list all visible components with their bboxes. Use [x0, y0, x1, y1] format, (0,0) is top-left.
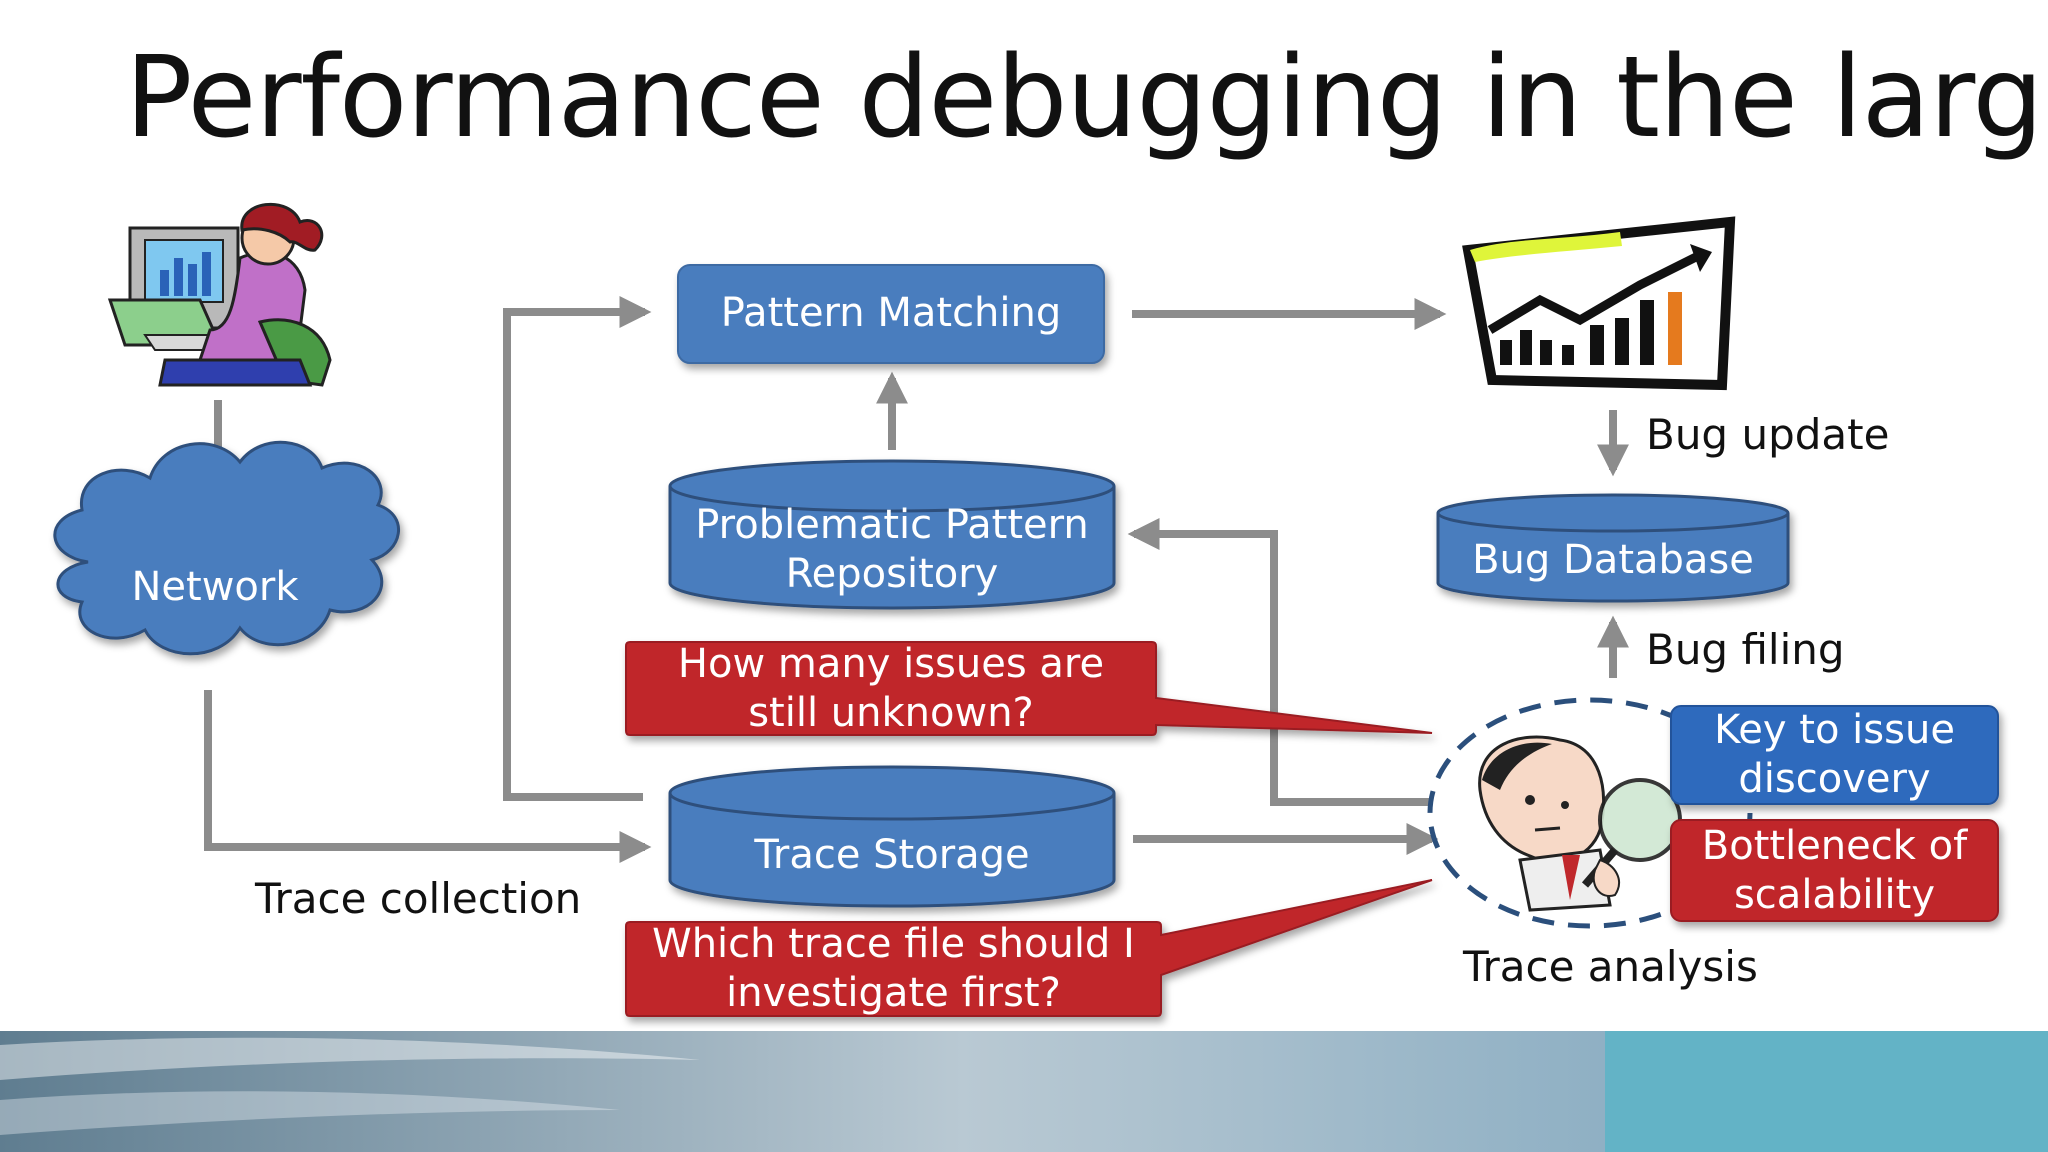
callout-unknown-issues-line1: How many issues are — [677, 640, 1105, 687]
callout-which-trace-line1: Which trace file should I — [652, 921, 1135, 968]
person-at-computer-icon — [107, 202, 332, 387]
callout-key-discovery-line1: Key to issue — [1714, 707, 1955, 754]
slide-title: Performance debugging in the large — [125, 33, 2048, 163]
callout-unknown-issues-text: How many issues are still unknown? — [626, 640, 1156, 736]
trace-storage-cylinder — [668, 765, 1116, 908]
callout-bottleneck-line2: scalability — [1733, 871, 1936, 918]
arrow-trace-storage-to-pattern-matching — [503, 296, 652, 801]
trace-analysis-dashed-circle — [1427, 697, 1753, 929]
trace-analysis-group — [1427, 697, 1753, 929]
problematic-pattern-repository-cylinder — [668, 459, 1116, 610]
callout-key-discovery-box — [1670, 705, 1999, 805]
analyst-with-magnifier-icon — [1478, 735, 1682, 912]
footer-band — [0, 1031, 2048, 1152]
trace-analysis-label: Trace analysis — [1463, 942, 1758, 991]
callout-unknown-issues-line2: still unknown? — [748, 689, 1034, 736]
network-cloud — [53, 440, 401, 656]
callout-which-trace-line2: investigate first? — [726, 970, 1061, 1016]
network-label: Network — [131, 564, 299, 611]
callout-unknown-issues — [625, 641, 1433, 736]
pattern-matching-label: Pattern Matching — [720, 289, 1062, 336]
callout-bottleneck-box — [1670, 819, 1999, 922]
bug-database-label: Bug Database — [1472, 537, 1754, 584]
callout-which-trace — [625, 879, 1433, 1017]
arrow-analysis-to-repository — [1127, 518, 1432, 806]
problematic-pattern-label-line1: Problematic Pattern — [695, 501, 1089, 548]
rising-chart-icon — [1462, 216, 1736, 391]
callout-bottleneck-line1: Bottleneck of — [1701, 822, 1968, 869]
pattern-matching-box — [677, 264, 1105, 364]
arrow-network-to-trace-storage — [204, 690, 652, 863]
callout-bottleneck-text: Bottleneck of scalability — [1671, 820, 1998, 921]
bug-database-cylinder — [1436, 493, 1790, 603]
problematic-pattern-label: Problematic Pattern Repository — [670, 492, 1114, 607]
problematic-pattern-label-line2: Repository — [785, 550, 999, 597]
callout-key-discovery-text: Key to issue discovery — [1671, 706, 1998, 804]
trace-storage-label: Trace Storage — [754, 831, 1030, 878]
callout-which-trace-text: Which trace file should I investigate fi… — [626, 921, 1161, 1016]
bug-filing-label: Bug filing — [1646, 625, 1845, 674]
callout-key-discovery-line2: discovery — [1738, 756, 1931, 802]
trace-collection-label: Trace collection — [255, 874, 582, 923]
bug-update-label: Bug update — [1646, 410, 1890, 459]
connectors — [202, 296, 1629, 863]
